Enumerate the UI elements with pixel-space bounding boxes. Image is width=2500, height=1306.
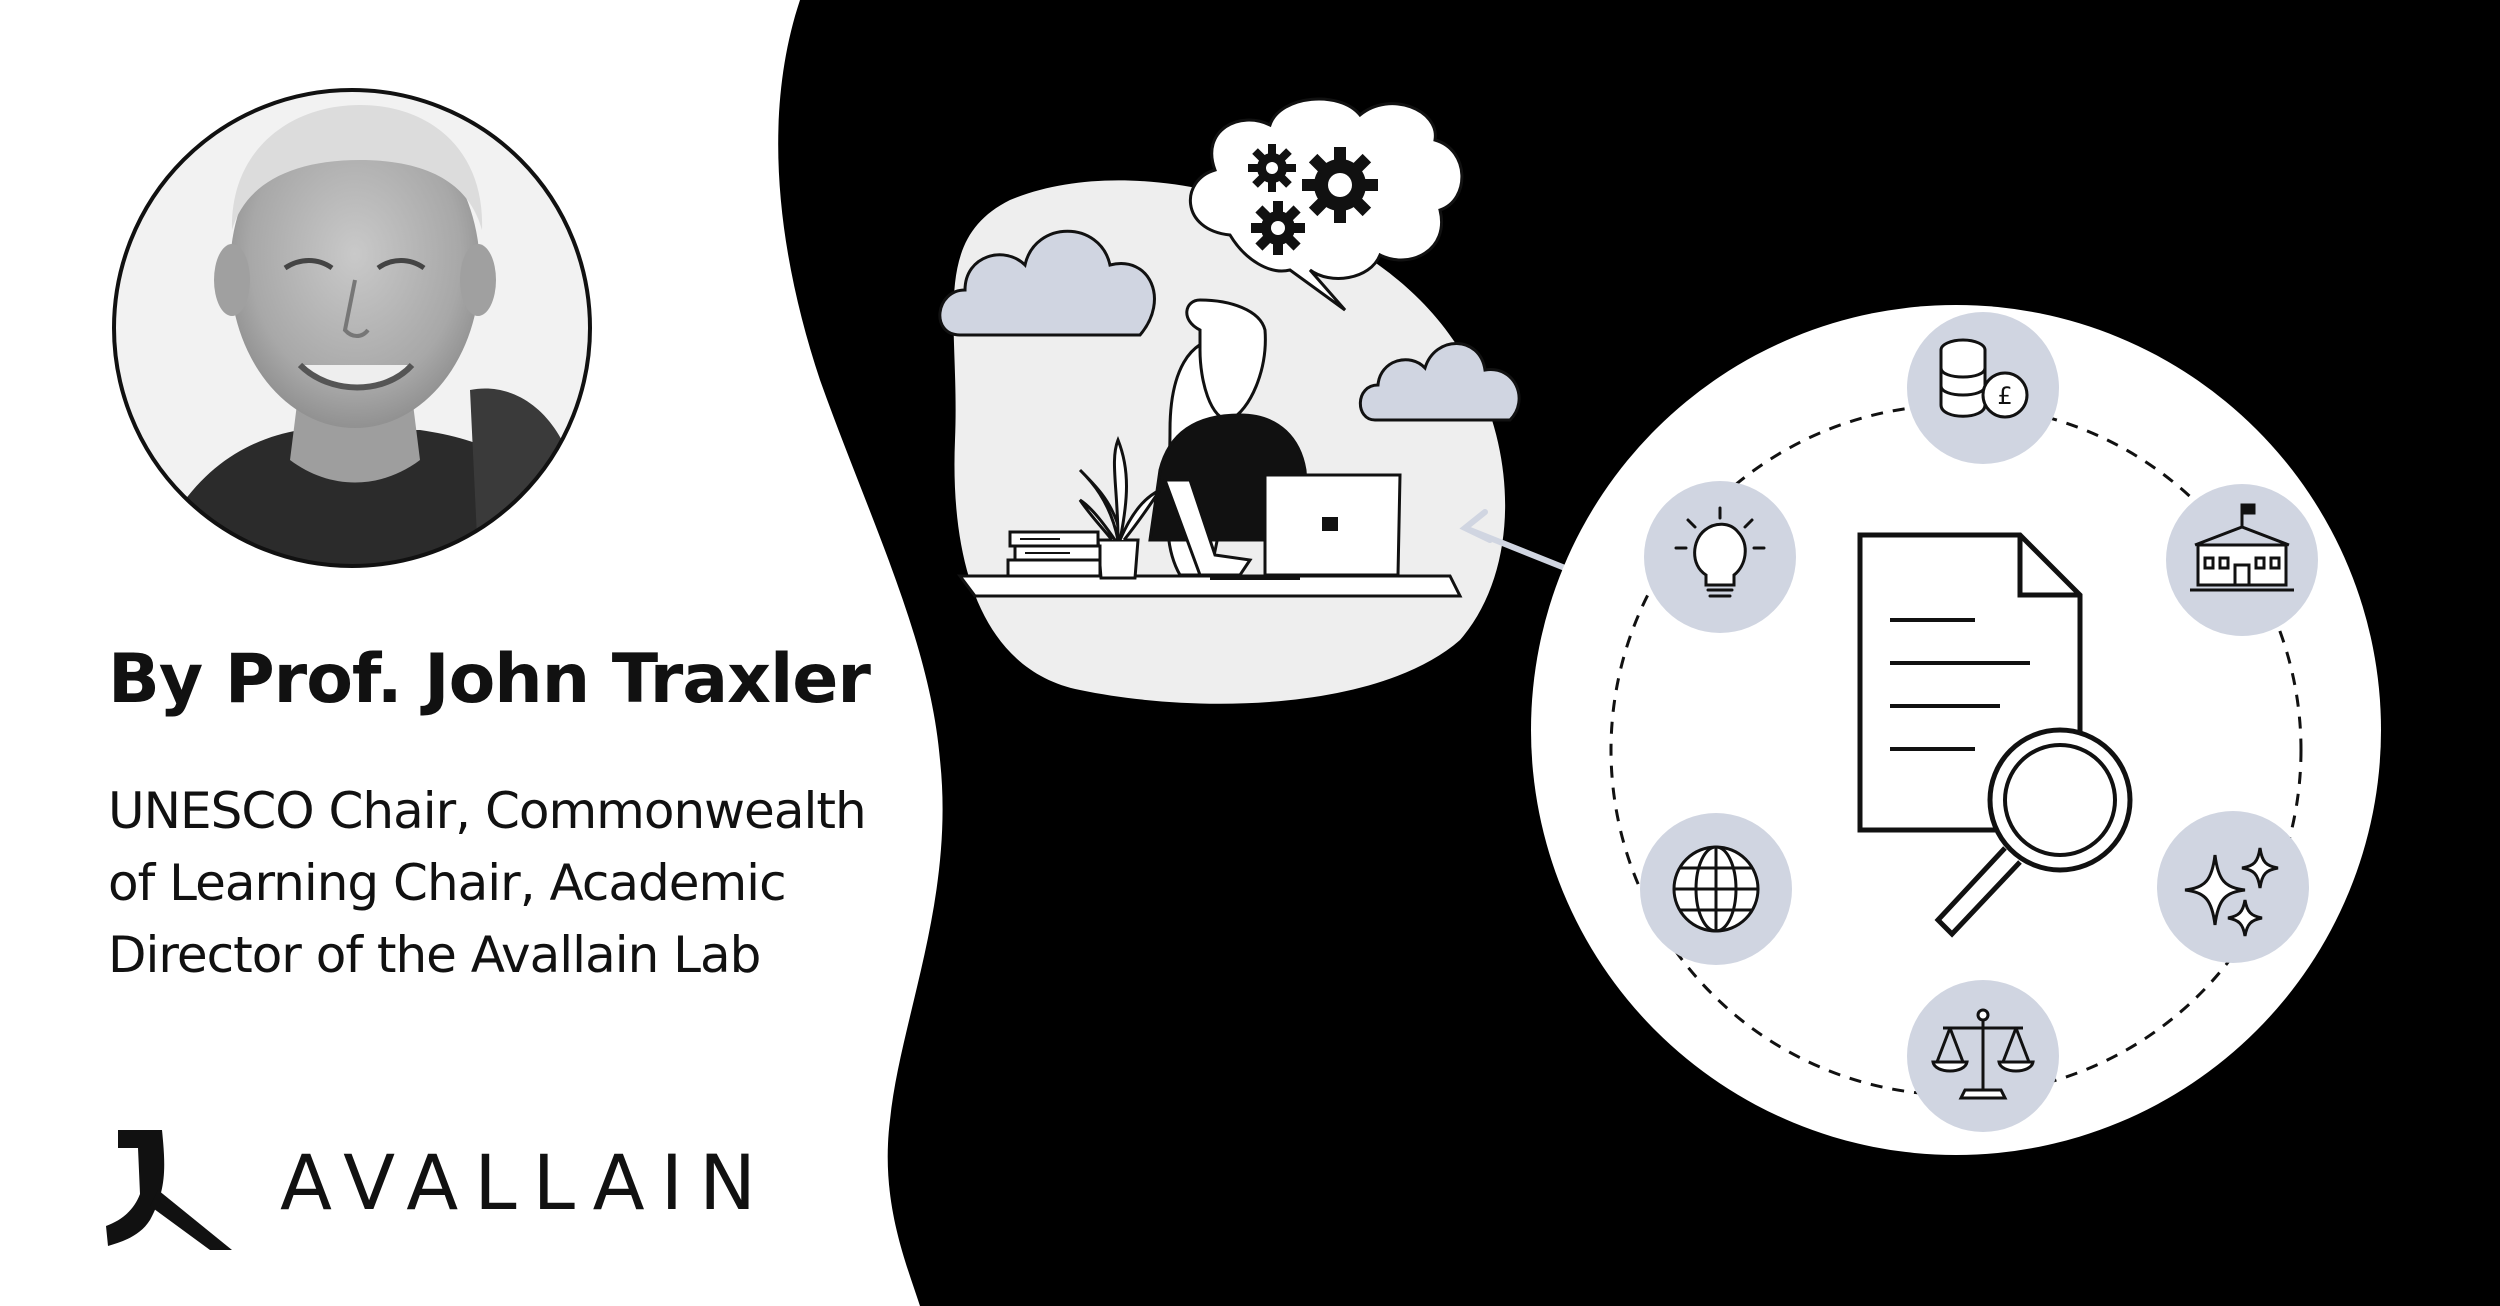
author-roles: UNESCO Chair, Commonwealth of Learning C… xyxy=(108,782,867,984)
sparkles-icon xyxy=(2157,811,2309,963)
avallain-logo-icon xyxy=(106,1130,232,1250)
brand-name: AVALLAIN xyxy=(280,1138,772,1227)
svg-text:£: £ xyxy=(1997,382,2012,410)
globe-icon xyxy=(1640,813,1792,965)
author-name: By Prof. John Traxler xyxy=(108,640,871,719)
lightbulb-icon xyxy=(1644,481,1796,633)
scales-of-justice-icon xyxy=(1907,980,2059,1132)
government-building-icon xyxy=(2166,484,2318,636)
plant-icon xyxy=(1078,435,1165,580)
document-search-icon xyxy=(1857,532,2133,938)
coins-pound-icon: £ xyxy=(1907,312,2059,464)
cloud-icon xyxy=(938,229,1156,337)
brain-gears-icon xyxy=(1189,97,1464,312)
books-icon xyxy=(1006,530,1102,578)
cloud-icon xyxy=(1358,342,1521,422)
